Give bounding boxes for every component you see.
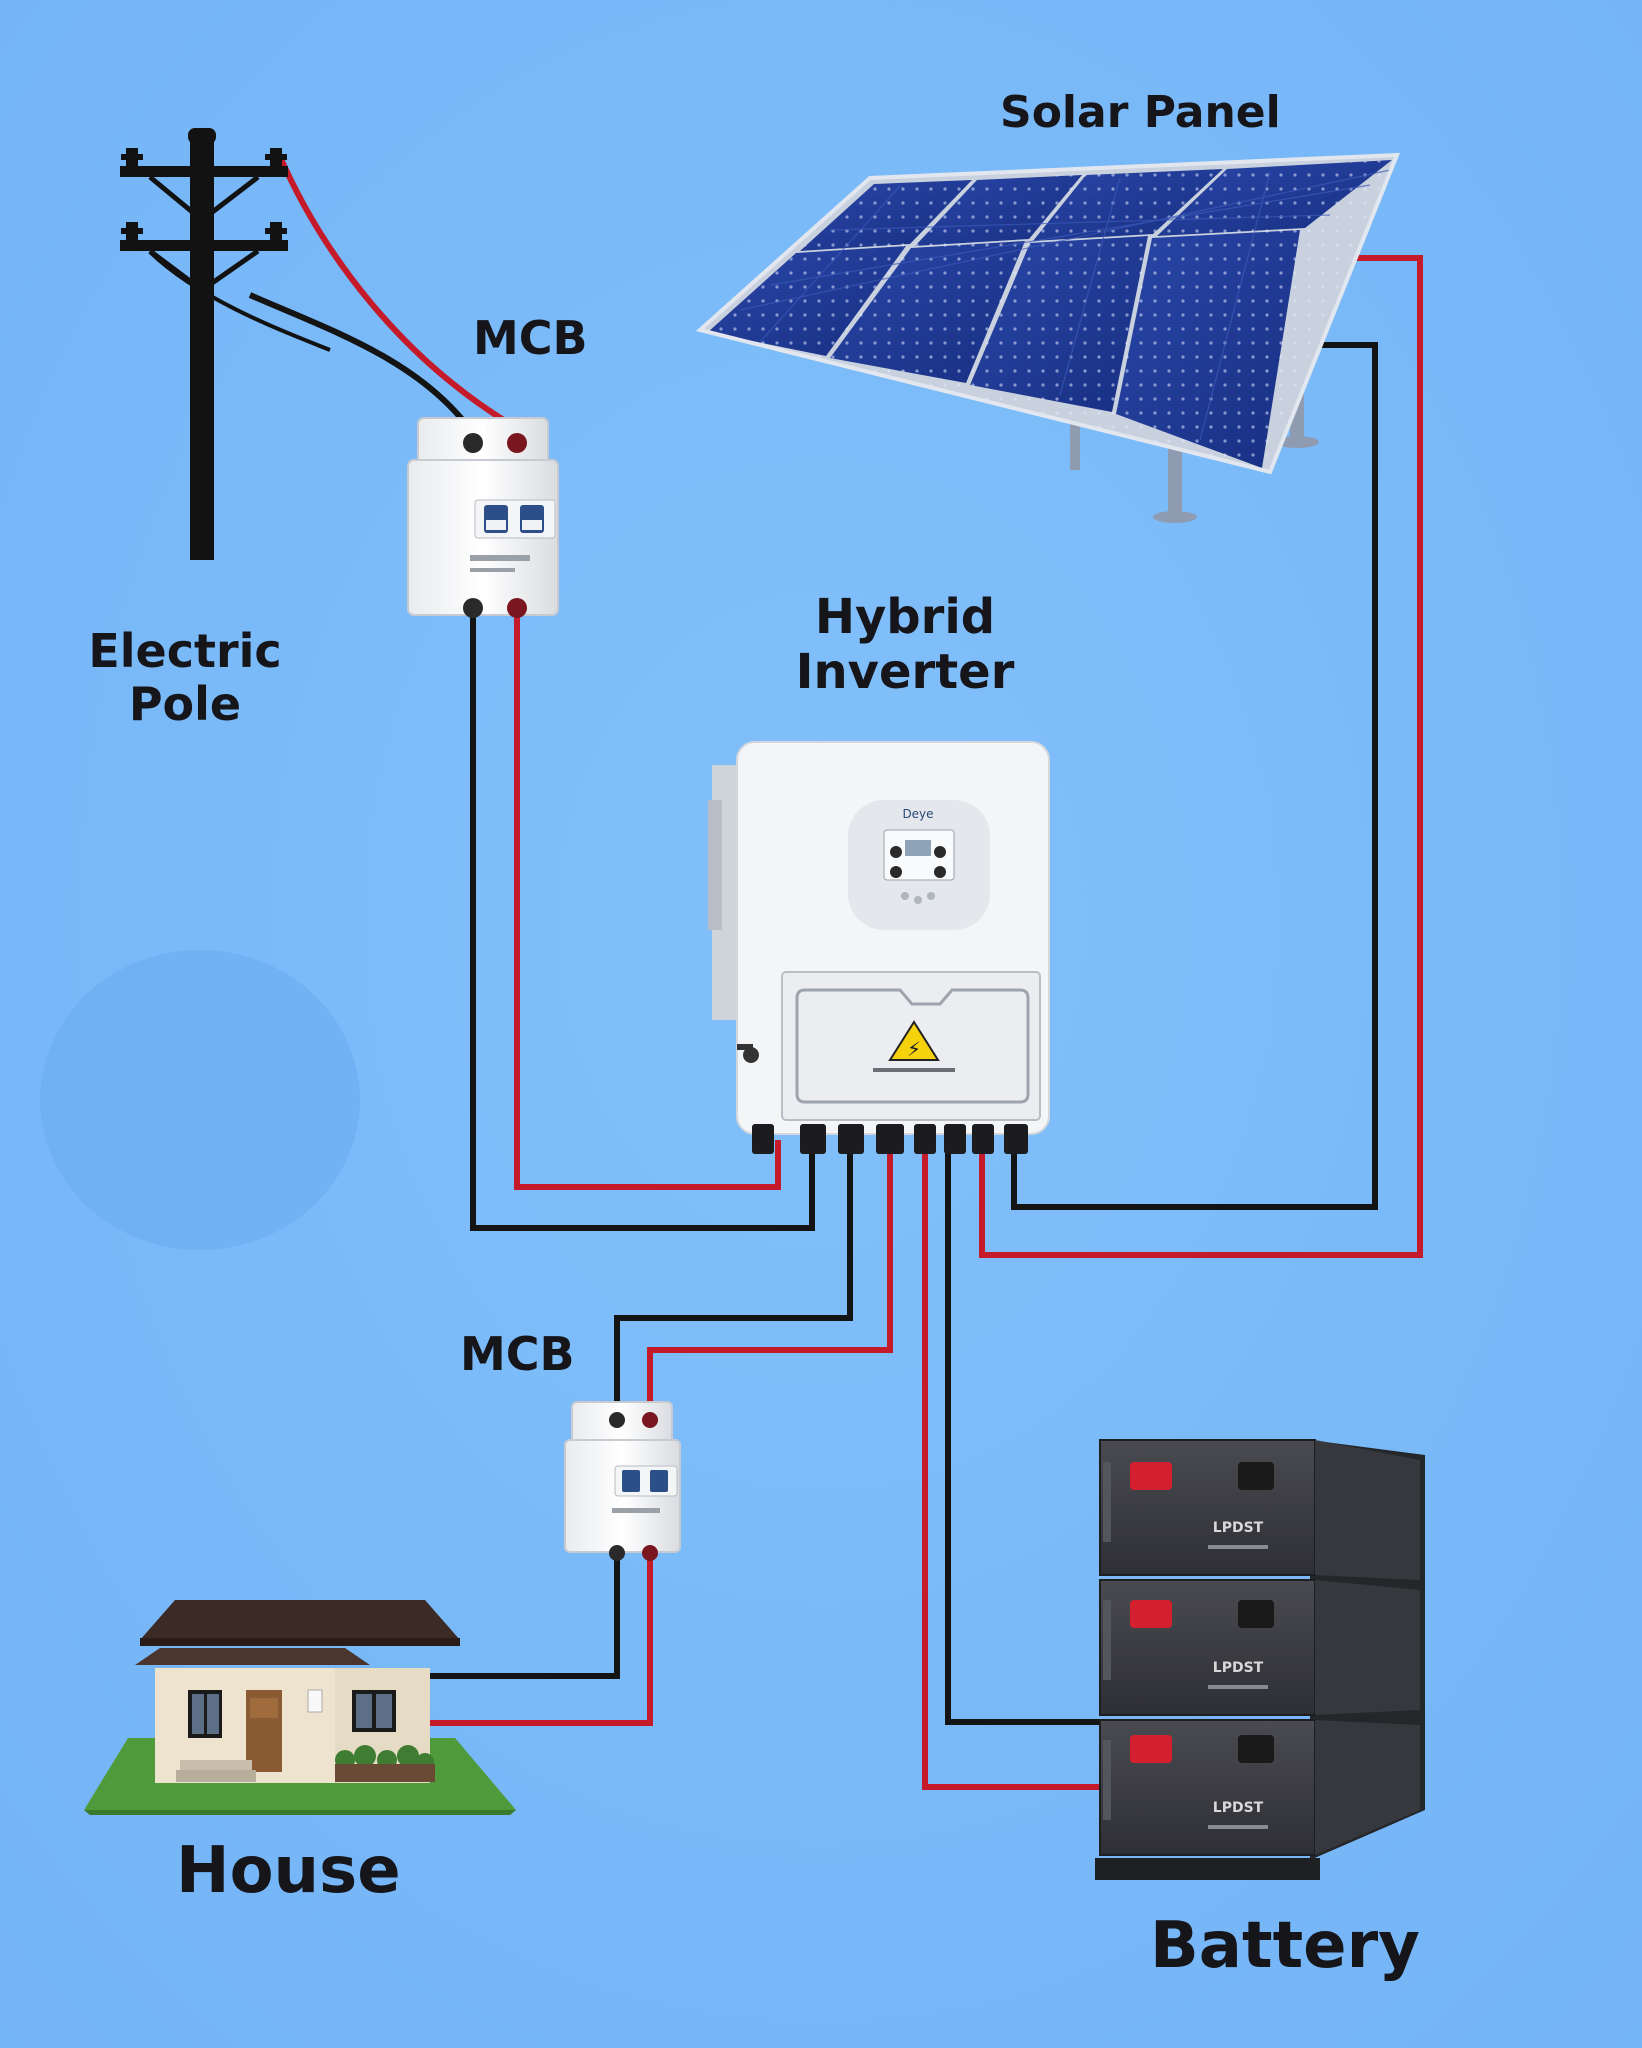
- battery-brand-text: LPDST: [1213, 1520, 1264, 1536]
- background-shade: [40, 950, 360, 1250]
- hybrid-inverter-label: Hybrid Inverter: [790, 589, 1020, 701]
- wire-solar-black: [1011, 342, 1378, 1210]
- electric-pole-label-line-1: Electric: [88, 624, 282, 678]
- svg-text:⚡: ⚡: [907, 1037, 921, 1061]
- wire-pole-red: [275, 150, 522, 433]
- house-label: House: [176, 1834, 401, 1908]
- inverter-brand-text: Deye: [902, 807, 933, 821]
- hybrid-inverter-label-line-1: Hybrid: [814, 589, 996, 645]
- hybrid-inverter-label-line-2: Inverter: [795, 644, 1015, 701]
- solar-panel-label: Solar Panel: [1000, 87, 1281, 138]
- battery-module-1: LPDST: [1099, 1439, 1420, 1580]
- battery-stack-graphic: LPDST LPDST LPDST: [1095, 1439, 1425, 1880]
- wire-mcb1-red-to-inverter: [514, 608, 781, 1190]
- house-graphic: [84, 1600, 516, 1815]
- wire-solar-red: [979, 255, 1423, 1258]
- battery-brand-text: LPDST: [1213, 1800, 1264, 1816]
- mcb-top-label: MCB: [473, 311, 588, 365]
- mcb-bottom-graphic: [564, 1401, 681, 1561]
- battery-module-3: LPDST: [1099, 1719, 1420, 1856]
- wire-inverter-red-to-battery: [922, 1140, 1100, 1790]
- wire-inverter-red-to-mcb2: [647, 1140, 893, 1412]
- electric-pole-label: Electric Pole: [80, 625, 290, 731]
- electric-pole-label-line-2: Pole: [128, 676, 242, 731]
- battery-module-2: LPDST: [1099, 1579, 1420, 1716]
- electric-pole-graphic: [120, 128, 331, 560]
- wire-mcb1-black-to-inverter: [470, 608, 815, 1231]
- wire-inverter-black-to-battery: [945, 1140, 1100, 1725]
- solar-panel-graphic: [695, 152, 1401, 523]
- mcb-top-graphic: [407, 417, 559, 618]
- wires: [248, 150, 1423, 1790]
- wire-mcb2-red-to-house: [430, 1545, 653, 1726]
- mcb-bottom-label: MCB: [460, 1327, 575, 1381]
- wire-pole-black: [248, 292, 475, 434]
- wire-mcb2-black-to-house: [430, 1545, 620, 1679]
- battery-brand-text: LPDST: [1213, 1660, 1264, 1676]
- battery-label: Battery: [1150, 1909, 1420, 1983]
- wire-inverter-black-to-mcb2: [614, 1140, 853, 1412]
- hybrid-inverter-graphic: Deye ⚡: [708, 741, 1050, 1154]
